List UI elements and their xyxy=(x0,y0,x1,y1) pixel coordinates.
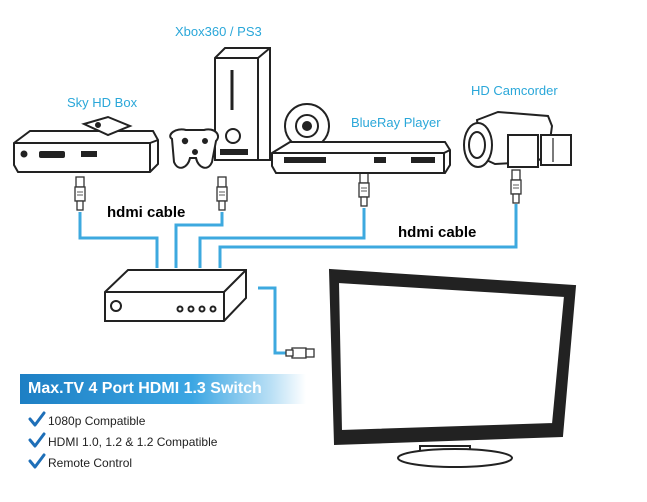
hdmi-plug-icon xyxy=(510,169,522,204)
checkmark-icon xyxy=(28,411,46,427)
hdmi-plug-icons xyxy=(74,169,522,359)
hdmi-plug-icon xyxy=(216,176,228,211)
cable-xbox-ps3 xyxy=(174,212,224,268)
checkmark-icon xyxy=(28,453,46,469)
hdmi-cables xyxy=(78,204,518,355)
feature-text: 1080p Compatible xyxy=(48,413,146,428)
feature-text: HDMI 1.0, 1.2 & 1.2 Compatible xyxy=(48,434,218,449)
hdmi-cable-label-left: hdmi cable xyxy=(107,204,186,221)
product-title: Max.TV 4 Port HDMI 1.3 Switch xyxy=(28,380,262,397)
feature-item: Remote Control xyxy=(28,452,217,473)
cable-to-tv xyxy=(258,286,292,355)
label-hd-camcorder: HD Camcorder xyxy=(471,83,558,98)
camcorder-icon xyxy=(463,110,572,168)
xbox-console-icon xyxy=(214,47,271,161)
feature-item: HDMI 1.0, 1.2 & 1.2 Compatible xyxy=(28,431,217,452)
label-blueray-player: BlueRay Player xyxy=(351,115,441,130)
cable-blueray-player xyxy=(198,208,366,268)
label-xbox-ps3: Xbox360 / PS3 xyxy=(175,24,262,39)
blueray-player-icon xyxy=(271,141,451,174)
sky-hd-box-icon xyxy=(13,115,159,173)
television-icon xyxy=(328,268,577,468)
product-title-banner: Max.TV 4 Port HDMI 1.3 Switch xyxy=(20,374,306,404)
label-sky-hd-box: Sky HD Box xyxy=(67,95,138,110)
hdmi-plug-icon xyxy=(358,172,370,207)
hdmi-plug-icon xyxy=(285,347,315,359)
hdmi-switch-box-icon xyxy=(104,269,247,322)
disc-icon xyxy=(284,103,330,149)
cable-hd-camcorder xyxy=(218,204,518,268)
hdmi-plug-icon xyxy=(74,176,86,211)
feature-text: Remote Control xyxy=(48,455,133,470)
game-controller-icon xyxy=(169,128,220,169)
cable-sky-hd-box xyxy=(78,212,159,268)
feature-item: 1080p Compatible xyxy=(28,410,217,431)
feature-checkmarks xyxy=(28,411,46,469)
feature-list: 1080p Compatible HDMI 1.0, 1.2 & 1.2 Com… xyxy=(28,410,217,473)
hdmi-cable-label-right: hdmi cable xyxy=(398,224,477,241)
checkmark-icon xyxy=(28,432,46,448)
